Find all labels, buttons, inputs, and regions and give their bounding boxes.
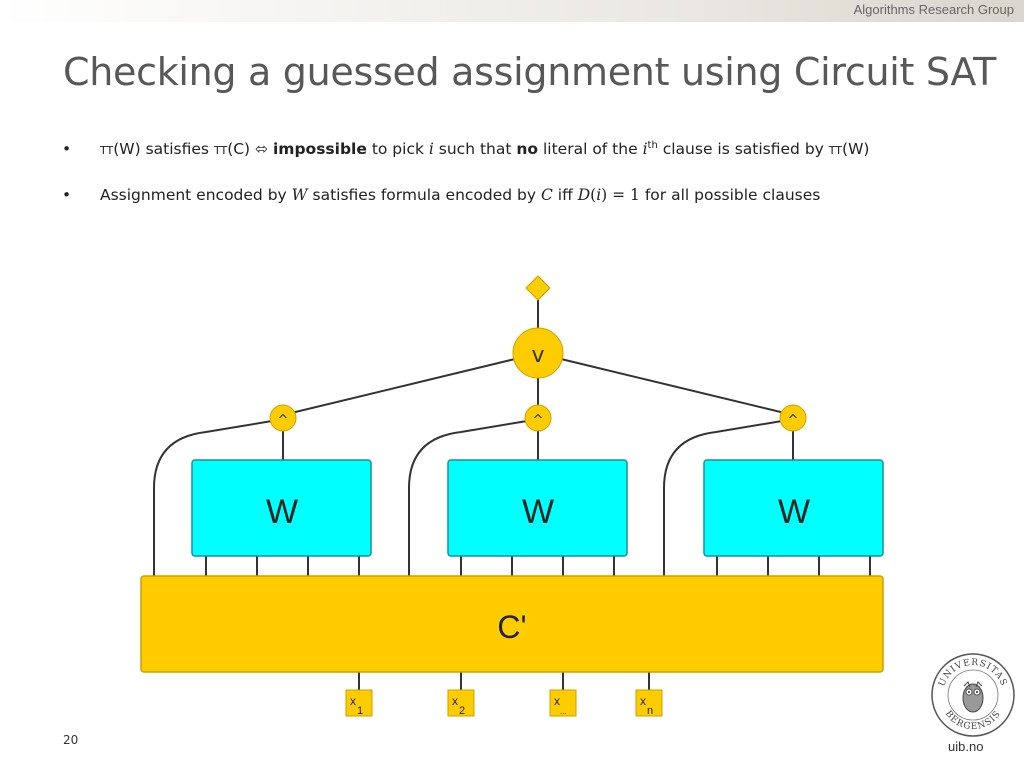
input-label: x (640, 694, 646, 708)
and-gate-1 (269, 404, 297, 432)
group-label: Algorithms Research Group (853, 2, 1014, 17)
w-block-3 (703, 459, 884, 557)
math-variable: D (577, 186, 591, 204)
input-subscript: 1 (357, 705, 363, 717)
university-seal-icon: UNIVERSITAS BERGENSIS (931, 653, 1015, 737)
wire-c-and2 (408, 420, 528, 576)
math-expression: ) = 1 (601, 186, 640, 204)
w-block-2 (447, 459, 628, 557)
output-diamond-icon (525, 275, 551, 301)
input-subscript: 2 (459, 705, 465, 717)
bullet-marker: • (62, 186, 72, 204)
math-variable: i (428, 140, 434, 158)
bullet-marker: • (62, 140, 72, 158)
bullet-item-2: • Assignment encoded by W satisfies form… (62, 184, 869, 206)
and-gate-label: ^ (278, 413, 289, 428)
input-label: x (554, 694, 560, 708)
input-label: x (350, 694, 356, 708)
c-prime-block (140, 575, 884, 673)
bullet-text: literal of the (538, 140, 643, 158)
tt-symbol: TT (100, 144, 114, 157)
page-number: 20 (63, 733, 79, 747)
bullet-text: clause is satisfied by (657, 140, 829, 158)
and-gate-label: ^ (533, 413, 544, 428)
input-label: x (452, 694, 458, 708)
input-subscript: ... (560, 707, 567, 716)
input-x2 (447, 689, 475, 717)
c-prime-label: C' (497, 609, 526, 645)
bullet-list: • TT(W) satisfies TT(C) ⬄ impossible to … (62, 138, 869, 206)
wire-or-and3 (560, 358, 794, 416)
and-gate-2 (524, 404, 552, 432)
bullet-text: to pick (366, 140, 429, 158)
bullet-text: (C) (227, 140, 256, 158)
input-subscript: n (647, 705, 653, 717)
math-variable: W (291, 186, 308, 204)
and-gate-label: ^ (788, 413, 799, 428)
math-variable: i (642, 140, 648, 158)
iff-arrow-icon: ⬄ (255, 140, 269, 158)
w-block-label: W (778, 493, 810, 531)
wire-or-and1 (282, 358, 516, 416)
and-gate-3 (779, 404, 807, 432)
bullet-bold: impossible (272, 140, 367, 158)
bullet-text: (W) satisfies (113, 140, 214, 158)
tt-symbol: TT (828, 144, 843, 157)
input-x1 (345, 689, 373, 717)
wire-c-and3 (663, 420, 783, 576)
w-block-label: W (522, 493, 554, 531)
bullet-text: (W) (842, 140, 870, 158)
input-xn (635, 689, 663, 717)
superscript: th (647, 139, 658, 151)
bullet-text: Assignment encoded by (100, 186, 292, 204)
w-block-label: W (266, 493, 298, 531)
or-gate (512, 327, 564, 379)
wire-c-and1 (153, 420, 273, 576)
bullet-text: such that (433, 140, 517, 158)
site-url: uib.no (948, 739, 984, 754)
or-gate-label: v (531, 343, 544, 368)
math-variable: i (596, 186, 602, 204)
math-paren: ( (590, 186, 597, 204)
bullet-item-1: • TT(W) satisfies TT(C) ⬄ impossible to … (62, 138, 869, 160)
slide-title: Checking a guessed assignment using Circ… (63, 50, 997, 94)
bullet-text: iff (552, 186, 578, 204)
tt-symbol: TT (213, 144, 228, 157)
top-banner: Algorithms Research Group (0, 0, 1024, 22)
math-variable: C (540, 186, 553, 204)
input-xdots (549, 689, 577, 717)
bullet-text: satisfies formula encoded by (307, 186, 541, 204)
bullet-bold: no (516, 140, 539, 158)
bullet-text: for all possible clauses (639, 186, 821, 204)
w-block-1 (191, 459, 372, 557)
